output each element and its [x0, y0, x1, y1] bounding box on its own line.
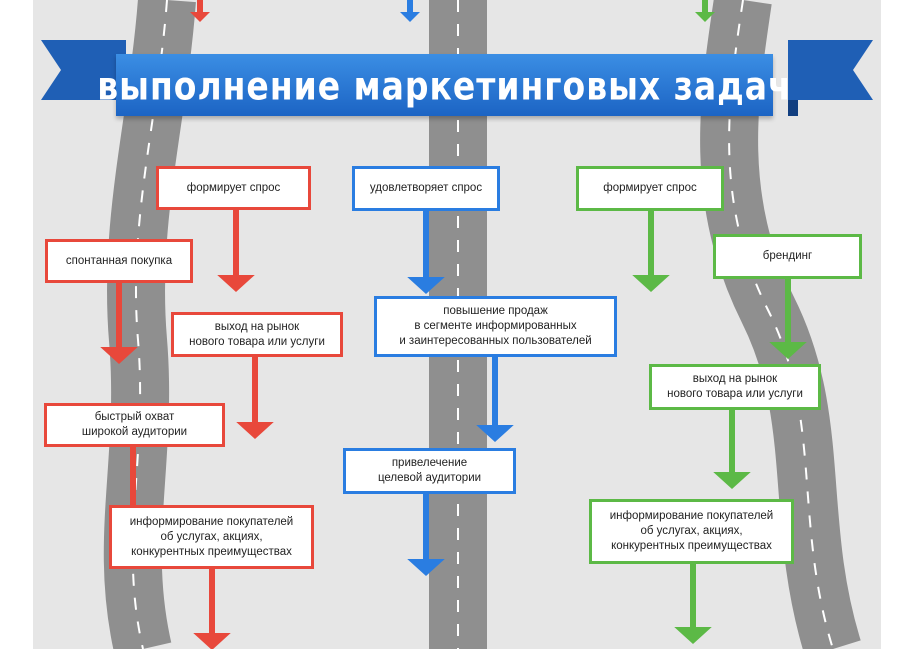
top-arrows [190, 0, 715, 22]
green-box-inform-customers: информирование покупателей об услугах, а… [589, 499, 794, 564]
red-box-impulse-purchase: спонтанная покупка [45, 239, 193, 283]
green-box-market-entry: выход на рынок нового товара или услуги [649, 364, 821, 410]
diagram-title: выполнение маркетинговых задач [97, 61, 792, 109]
green-connectors [632, 211, 807, 645]
infographic-canvas: выполнение маркетинговых задач формирует… [33, 0, 881, 649]
green-box-forms-demand: формирует спрос [576, 166, 724, 211]
blue-connectors [407, 211, 514, 577]
red-box-forms-demand: формирует спрос [156, 166, 311, 210]
red-box-market-entry: выход на рынок нового товара или услуги [171, 312, 343, 357]
banner-main: выполнение маркетинговых задач [97, 54, 791, 116]
blue-box-target-audience: привелечение целевой аудитории [343, 448, 516, 494]
red-box-wide-reach: быстрый охват широкой аудитории [44, 403, 225, 447]
title-banner: выполнение маркетинговых задач [41, 40, 873, 120]
red-box-inform-customers: информирование покупателей об услугах, а… [109, 505, 314, 569]
blue-box-sales-growth: повышение продаж в сегменте информирован… [374, 296, 617, 357]
green-box-branding: брендинг [713, 234, 862, 279]
blue-box-satisfies-demand: удовлетворяет спрос [352, 166, 500, 211]
red-connectors [100, 210, 274, 649]
banner-ribbon-ends [41, 40, 873, 116]
